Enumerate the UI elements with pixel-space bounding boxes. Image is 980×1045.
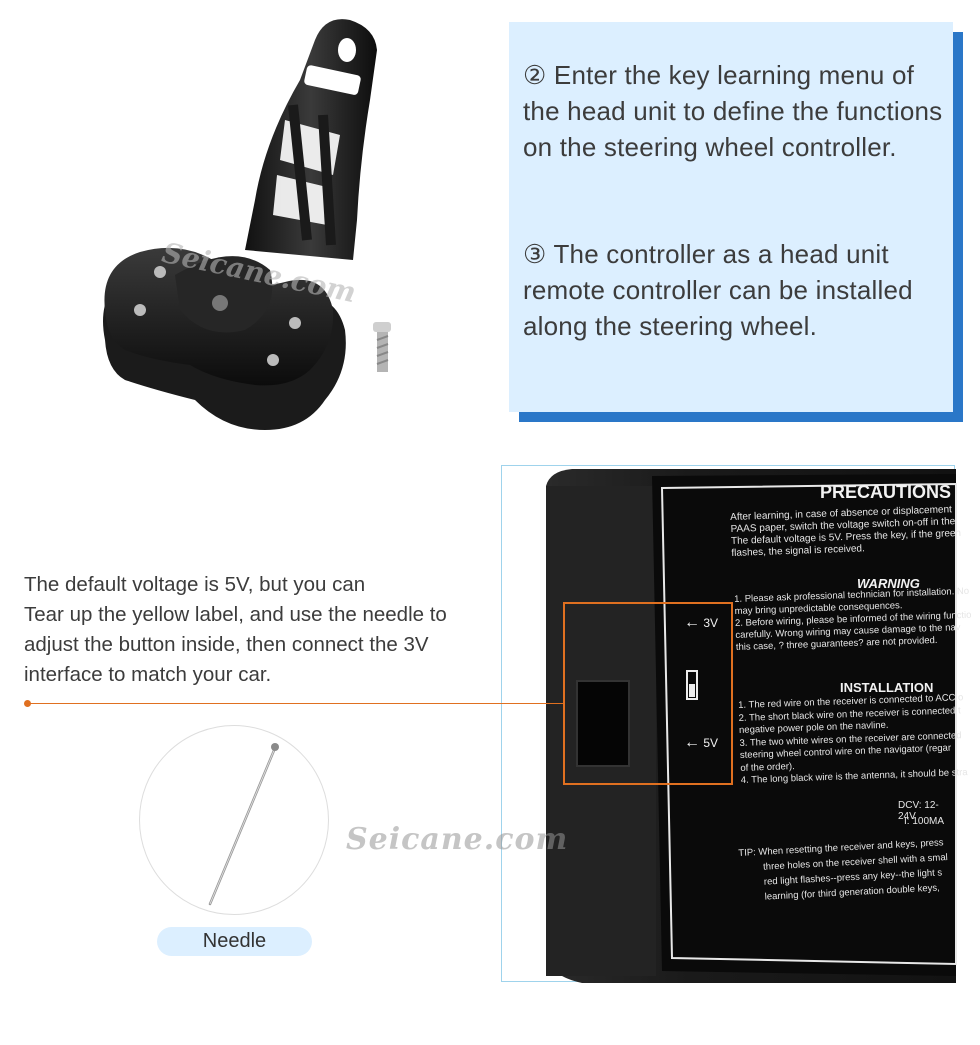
receiver-photo (546, 469, 957, 983)
description-line: interface to match your car. (24, 663, 272, 686)
switch-3v-label: 3V (703, 616, 719, 630)
switch-highlight-box (563, 602, 733, 785)
switch-5v-marking: ← 5V (684, 734, 718, 752)
needle-label: Needle (157, 927, 312, 956)
installation-title: INSTALLATION (840, 680, 934, 695)
warning-title: WARNING (857, 576, 920, 591)
spec-dcv: DCV: 12-24V (898, 800, 939, 822)
voltage-description: The default voltage is 5V, but you can T… (24, 570, 504, 690)
receiver-photo-frame: PRECAUTIONS After learning, in case of a… (501, 465, 972, 983)
needle-image-circle (139, 725, 329, 915)
switch-3v-marking: ← 3V (684, 614, 718, 632)
precautions-text: After learning, in case of absence or di… (730, 504, 961, 560)
description-line: The default voltage is 5V, but you can (24, 573, 366, 596)
precautions-title: PRECAUTIONS (820, 482, 952, 502)
switch-5v-label: 5V (703, 736, 719, 750)
warning-text: 1. Please ask professional technician fo… (734, 586, 972, 654)
step-3-text: ③ The controller as a head unit remote c… (523, 239, 913, 341)
arrow-left-icon: ← (684, 734, 700, 751)
description-line: adjust the button inside, then connect t… (24, 633, 429, 656)
needle-icon (208, 743, 279, 906)
description-line: Tear up the yellow label, and use the ne… (24, 603, 447, 626)
step-2-text: ② Enter the key learning menu of the hea… (523, 60, 943, 162)
watermark-bottom: Seicane.com (346, 822, 569, 857)
installation-text: 1. The red wire on the receiver is conne… (738, 692, 968, 787)
spec-current: I: 100MA (904, 816, 945, 827)
tip-text: TIP: When resetting the receiver and key… (738, 835, 959, 906)
arrow-left-icon: ← (684, 614, 700, 631)
info-box: ② Enter the key learning menu of the hea… (509, 22, 953, 412)
callout-line (27, 703, 565, 704)
controller-product-photo (103, 19, 391, 430)
callout-dot (24, 700, 31, 707)
